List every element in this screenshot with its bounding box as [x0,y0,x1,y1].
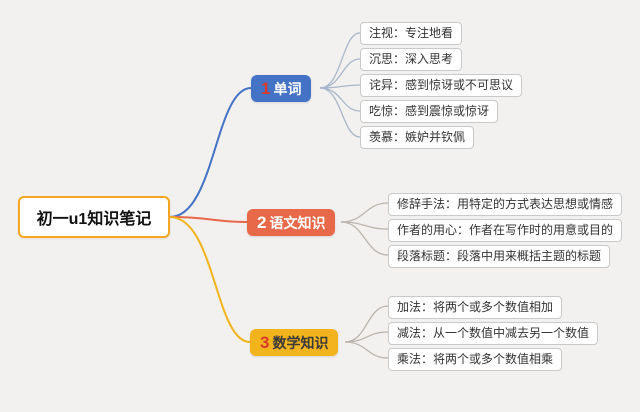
connector-branch1-leaf2 [319,58,361,89]
leaf-node[interactable]: 段落标题：段落中用来概括主题的标题 [388,245,611,268]
connector-branch2-leaf2 [340,221,389,230]
connector-root-branch3 [169,216,251,343]
connector-root-branch1 [169,87,252,218]
branch-node-words[interactable]: 1 单词 [251,75,312,102]
connector-branch3-leaf2 [344,331,389,343]
connector-branch3-leaf3 [344,341,389,359]
leaf-node[interactable]: 修辞手法：用特定的方式表达思想或情感 [388,193,623,216]
leaf-node[interactable]: 沉思：深入思考 [360,48,463,71]
connector-branch1-leaf1 [319,32,361,89]
branch-label: 数学知识 [272,334,329,351]
branch-node-chinese[interactable]: 2 语文知识 [247,209,336,236]
leaf-node[interactable]: 吃惊：感到震惊或惊讶 [360,100,499,123]
branch-label: 单词 [273,80,302,97]
connector-root-branch2 [169,216,248,223]
leaf-node[interactable]: 乘法：将两个或多个数值相乘 [388,348,563,371]
branch-number: 2 [257,212,267,232]
connector-branch2-leaf3 [340,221,389,256]
connector-branch3-leaf1 [344,305,389,343]
connector-branch1-leaf3 [319,84,361,89]
leaf-node[interactable]: 减法：从一个数值中减去另一个数值 [388,322,599,345]
leaf-node[interactable]: 加法：将两个或多个数值相加 [388,296,563,319]
branch-number: 1 [261,78,271,98]
branch-label: 语文知识 [269,214,326,231]
leaf-node[interactable]: 作者的用心：作者在写作时的用意或目的 [388,219,623,242]
branch-number: 3 [260,332,270,352]
connector-branch1-leaf5 [319,87,361,138]
leaf-node[interactable]: 羡慕：嫉妒并钦佩 [360,126,475,149]
leaf-node[interactable]: 诧异：感到惊讶或不可思议 [360,74,523,97]
connector-branch2-leaf1 [340,202,389,223]
connector-branch1-leaf4 [319,87,361,112]
root-node[interactable]: 初一u1知识笔记 [18,196,170,238]
leaf-node[interactable]: 注视：专注地看 [360,22,463,45]
branch-node-math[interactable]: 3 数学知识 [250,329,339,356]
